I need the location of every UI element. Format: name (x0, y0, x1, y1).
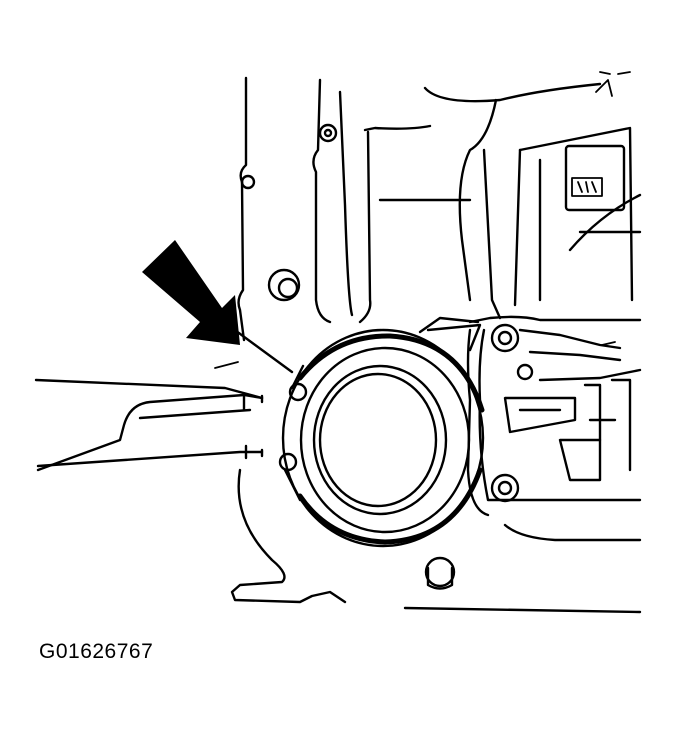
engine-block-outline (237, 71, 642, 342)
figure-id-label: G01626767 (39, 640, 154, 663)
seal-puller-tool (34, 361, 264, 472)
callout-arrow-icon (142, 240, 294, 374)
crankshaft-seal (278, 316, 485, 548)
lower-block (230, 468, 642, 614)
mounting-bracket (466, 315, 642, 542)
